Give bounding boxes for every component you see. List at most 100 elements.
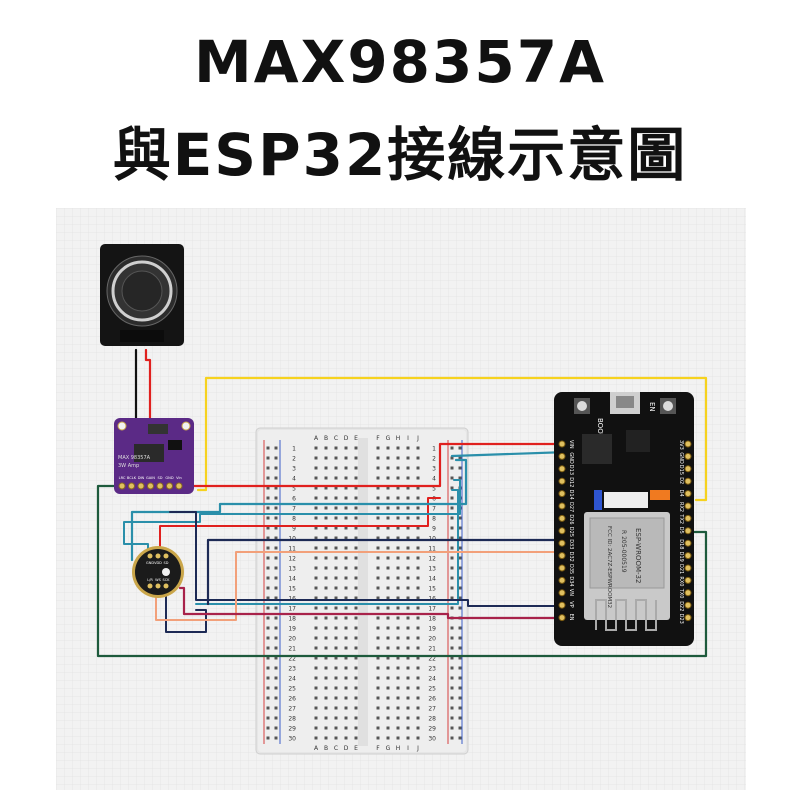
esp32-pin-left[interactable] — [558, 452, 566, 460]
mic-pin[interactable] — [155, 583, 161, 589]
row-number-left: 25 — [288, 686, 296, 693]
esp32-pin-left[interactable] — [558, 490, 566, 498]
mic-pin[interactable] — [147, 553, 153, 559]
row-number-right: 26 — [428, 696, 436, 703]
row-number-left: 3 — [292, 466, 296, 473]
row-number-left: 15 — [288, 586, 296, 593]
esp32-pin-right[interactable] — [684, 502, 692, 510]
row-number-left: 30 — [288, 736, 296, 743]
wire-red-power — [176, 442, 568, 488]
esp32-pin-label-left: VP — [568, 601, 574, 607]
esp32-pin-right[interactable] — [684, 452, 692, 460]
esp32-pin-right[interactable] — [684, 552, 692, 560]
column-letter-top: B — [324, 435, 328, 442]
esp32-pin-left[interactable] — [558, 465, 566, 473]
esp32-pin-label-left: D25 — [568, 527, 574, 537]
row-number-left: 7 — [292, 506, 296, 513]
wire-navy-3 — [165, 583, 207, 633]
amp-pin-label: BCLK — [127, 476, 137, 480]
esp32-pin-left[interactable] — [558, 440, 566, 448]
esp32-pin-right[interactable] — [684, 564, 692, 572]
amp-pin[interactable] — [128, 482, 135, 490]
column-letter-top: G — [386, 435, 391, 442]
amp-pin[interactable] — [156, 482, 164, 490]
mic-pin[interactable] — [147, 583, 153, 589]
row-number-left: 9 — [292, 526, 296, 533]
esp32-pin-right[interactable] — [684, 576, 692, 584]
column-letter-top: E — [354, 435, 358, 442]
esp32-pin-right[interactable] — [684, 465, 692, 473]
esp32-pin-left[interactable] — [558, 576, 566, 584]
esp32-pin-left[interactable] — [558, 589, 566, 597]
mic-pin[interactable] — [155, 553, 161, 559]
row-number-left: 11 — [288, 546, 296, 553]
esp32-pin-left[interactable] — [558, 502, 566, 510]
esp32-pin-left[interactable] — [558, 552, 566, 560]
row-number-left: 29 — [288, 726, 296, 733]
amp-pin-label: DIN — [138, 476, 145, 480]
column-letter-bottom: A — [314, 745, 319, 752]
row-number-right: 20 — [428, 636, 436, 643]
esp32-pin-left[interactable] — [558, 564, 566, 572]
column-letter-bottom: I — [407, 745, 409, 752]
amp-pin[interactable] — [147, 482, 154, 490]
wire-yellow — [196, 376, 708, 502]
esp32-pin-right[interactable] — [684, 440, 692, 448]
esp32-pin-label-right: D22 — [678, 601, 684, 611]
module-text-1: ESP-WROOM-32 — [634, 528, 642, 583]
esp32-pin-label-left: D34 — [568, 576, 574, 586]
amp-pin[interactable] — [118, 482, 126, 490]
esp32-pin-right[interactable] — [684, 527, 692, 535]
esp32-pin-right[interactable] — [684, 539, 692, 547]
row-number-right: 8 — [432, 516, 436, 523]
esp32-pin-right[interactable] — [684, 601, 692, 609]
mic-pin-label: WS — [155, 578, 161, 582]
esp32-pin-label-right: D15 — [678, 465, 684, 475]
row-number-right: 11 — [428, 546, 436, 553]
esp32-pin-left[interactable] — [558, 527, 566, 535]
esp32-pin-right[interactable] — [684, 589, 692, 597]
column-letter-bottom: H — [396, 745, 401, 752]
esp32-pin-left[interactable] — [558, 614, 566, 622]
esp32-pin-right[interactable] — [684, 514, 692, 522]
wire-red-mic — [159, 497, 441, 561]
row-number-right: 12 — [428, 556, 436, 563]
row-number-left: 20 — [288, 636, 296, 643]
mic-pin[interactable] — [163, 553, 169, 559]
row-number-right: 9 — [432, 526, 436, 533]
row-number-left: 26 — [288, 696, 296, 703]
esp32-pin-left[interactable] — [558, 539, 566, 547]
row-number-right: 28 — [428, 716, 436, 723]
esp32-pin-label-right: D18 — [678, 539, 684, 549]
esp32-pin-left[interactable] — [558, 514, 566, 522]
amp-pin[interactable] — [175, 482, 183, 490]
esp32-pin-right[interactable] — [684, 477, 692, 485]
esp32-pin-label-left: VN — [568, 589, 574, 596]
amp-name-text: MAX 98357A — [118, 455, 151, 461]
esp32-pin-label-right: RX2 — [678, 502, 684, 512]
row-number-right: 3 — [432, 466, 436, 473]
esp32-pin-label-right: D23 — [678, 614, 684, 624]
module-text-3: FCC ID: 2AC7Z-ESPWROOM32 — [606, 526, 612, 608]
esp32-pin-label-left: D32 — [568, 552, 574, 562]
column-letter-bottom: D — [344, 745, 349, 752]
esp32-pin-left[interactable] — [558, 601, 566, 609]
row-number-right: 17 — [428, 606, 436, 613]
row-number-right: 4 — [432, 476, 436, 483]
esp32-pin-left[interactable] — [558, 477, 566, 485]
amp-pin[interactable] — [137, 482, 145, 490]
row-number-left: 13 — [288, 566, 296, 573]
amp-pin-label: GND — [165, 476, 173, 480]
column-letter-bottom: G — [386, 745, 391, 752]
esp32-pin-right[interactable] — [684, 614, 692, 622]
mic-pin[interactable] — [163, 583, 169, 589]
wire-green — [96, 484, 708, 658]
amp-pin[interactable] — [166, 482, 173, 490]
column-letter-top: F — [376, 435, 380, 442]
esp32-pin-label-right: D19 — [678, 552, 684, 562]
row-number-left: 17 — [288, 606, 296, 613]
esp32-pin-right[interactable] — [684, 490, 692, 498]
